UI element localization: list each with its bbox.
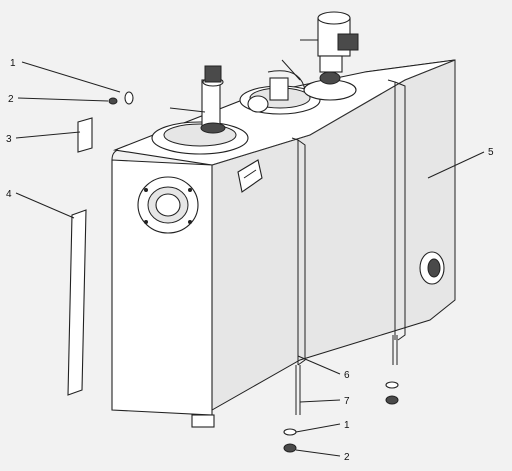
side-port xyxy=(419,251,445,285)
callout-2-top: 2 xyxy=(8,94,14,105)
handle-bracket xyxy=(237,159,263,193)
nut-bottom-right xyxy=(385,395,399,405)
nut-top xyxy=(108,97,118,105)
leader-lines xyxy=(15,61,485,457)
filler-neck-middle xyxy=(239,59,321,115)
fuel-tank-body xyxy=(111,59,456,428)
drain-plug xyxy=(191,414,215,428)
filler-neck-left xyxy=(151,65,249,155)
callout-3: 3 xyxy=(6,134,12,145)
callout-4: 4 xyxy=(6,189,12,200)
washer-top xyxy=(124,91,134,105)
mounting-straps xyxy=(291,79,406,415)
callout-6: 6 xyxy=(344,370,350,381)
pad-part-3 xyxy=(77,117,93,153)
inspection-window xyxy=(137,176,199,234)
callout-2-bottom: 2 xyxy=(344,452,350,463)
washer-bottom xyxy=(283,428,297,436)
washer-bottom-right xyxy=(385,381,399,389)
nut-bottom xyxy=(283,443,297,453)
callout-5: 5 xyxy=(488,147,494,158)
pump-sensor-assembly xyxy=(300,11,359,101)
strip-part-4 xyxy=(67,209,87,396)
callout-1-top: 1 xyxy=(10,58,16,69)
callout-1-bottom: 1 xyxy=(344,420,350,431)
callout-7: 7 xyxy=(344,396,350,407)
